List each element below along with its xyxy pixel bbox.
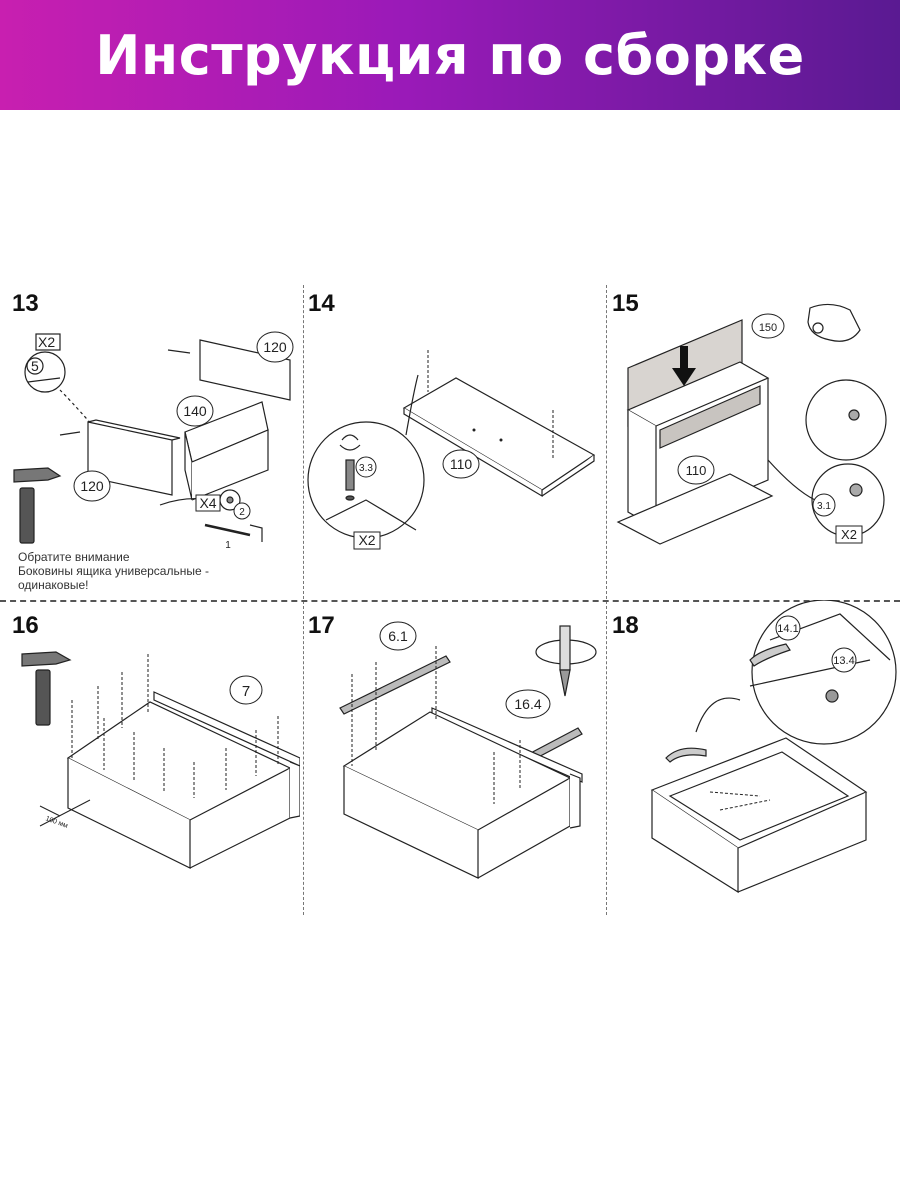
note-line-2: Боковины ящика универсальные - [18,564,209,578]
callout-5: 5 [31,358,39,374]
callout-120-bottom: 120 [80,478,104,494]
divider-h [0,600,900,602]
callout-2: 2 [239,507,245,518]
screwdriver-rotate-icon [535,625,597,697]
step-13-diagram: X2 5 120 140 120 X4 2 1 [13,331,294,550]
step-13-note: Обратите внимание Боковины ящика универс… [18,550,288,592]
step-number-13: 13 [12,290,39,317]
step-number-18: 18 [612,612,639,639]
callout-150: 150 [759,322,777,334]
callout-110-s15: 110 [686,463,707,478]
step-number-14: 14 [308,290,335,317]
step-17-diagram: 6.1 16.4 [339,621,597,879]
note-line-3: одинаковые! [18,578,89,592]
callout-x2-s14: X2 [358,532,375,548]
note-line-1: Обратите внимание [18,550,130,564]
step-15-diagram: 150 110 3.1 X2 [616,303,887,545]
callout-x2: X2 [38,334,55,350]
callout-120-top: 120 [263,339,287,355]
callout-140: 140 [183,403,207,419]
callout-13-4: 13.4 [833,655,854,667]
callout-16-4: 16.4 [514,696,541,712]
callout-1: 1 [225,540,231,550]
hammer-icon [13,467,62,544]
hammer-icon [21,651,72,726]
callout-6-1: 6.1 [388,628,408,644]
title-banner: Инструкция по сборке [0,0,900,110]
callout-x4: X4 [199,495,216,511]
step-number-15: 15 [612,290,639,317]
step-14-diagram: 110 3.3 X2 [307,350,596,550]
callout-3-1: 3.1 [817,501,831,512]
callout-x2-s15: X2 [841,527,857,542]
callout-7: 7 [242,683,250,700]
step-number-17: 17 [308,612,335,639]
step-number-16: 16 [12,612,39,639]
step-18-diagram: 14.1 13.4 [650,600,897,894]
step-16-diagram: 7 100 мм [21,651,300,869]
callout-110: 110 [450,456,473,472]
page-title: Инструкция по сборке [95,23,805,87]
hand-press-icon [807,303,861,342]
callout-14-1: 14.1 [777,623,798,635]
down-arrow-icon [672,346,696,386]
callout-3-3: 3.3 [359,463,373,474]
